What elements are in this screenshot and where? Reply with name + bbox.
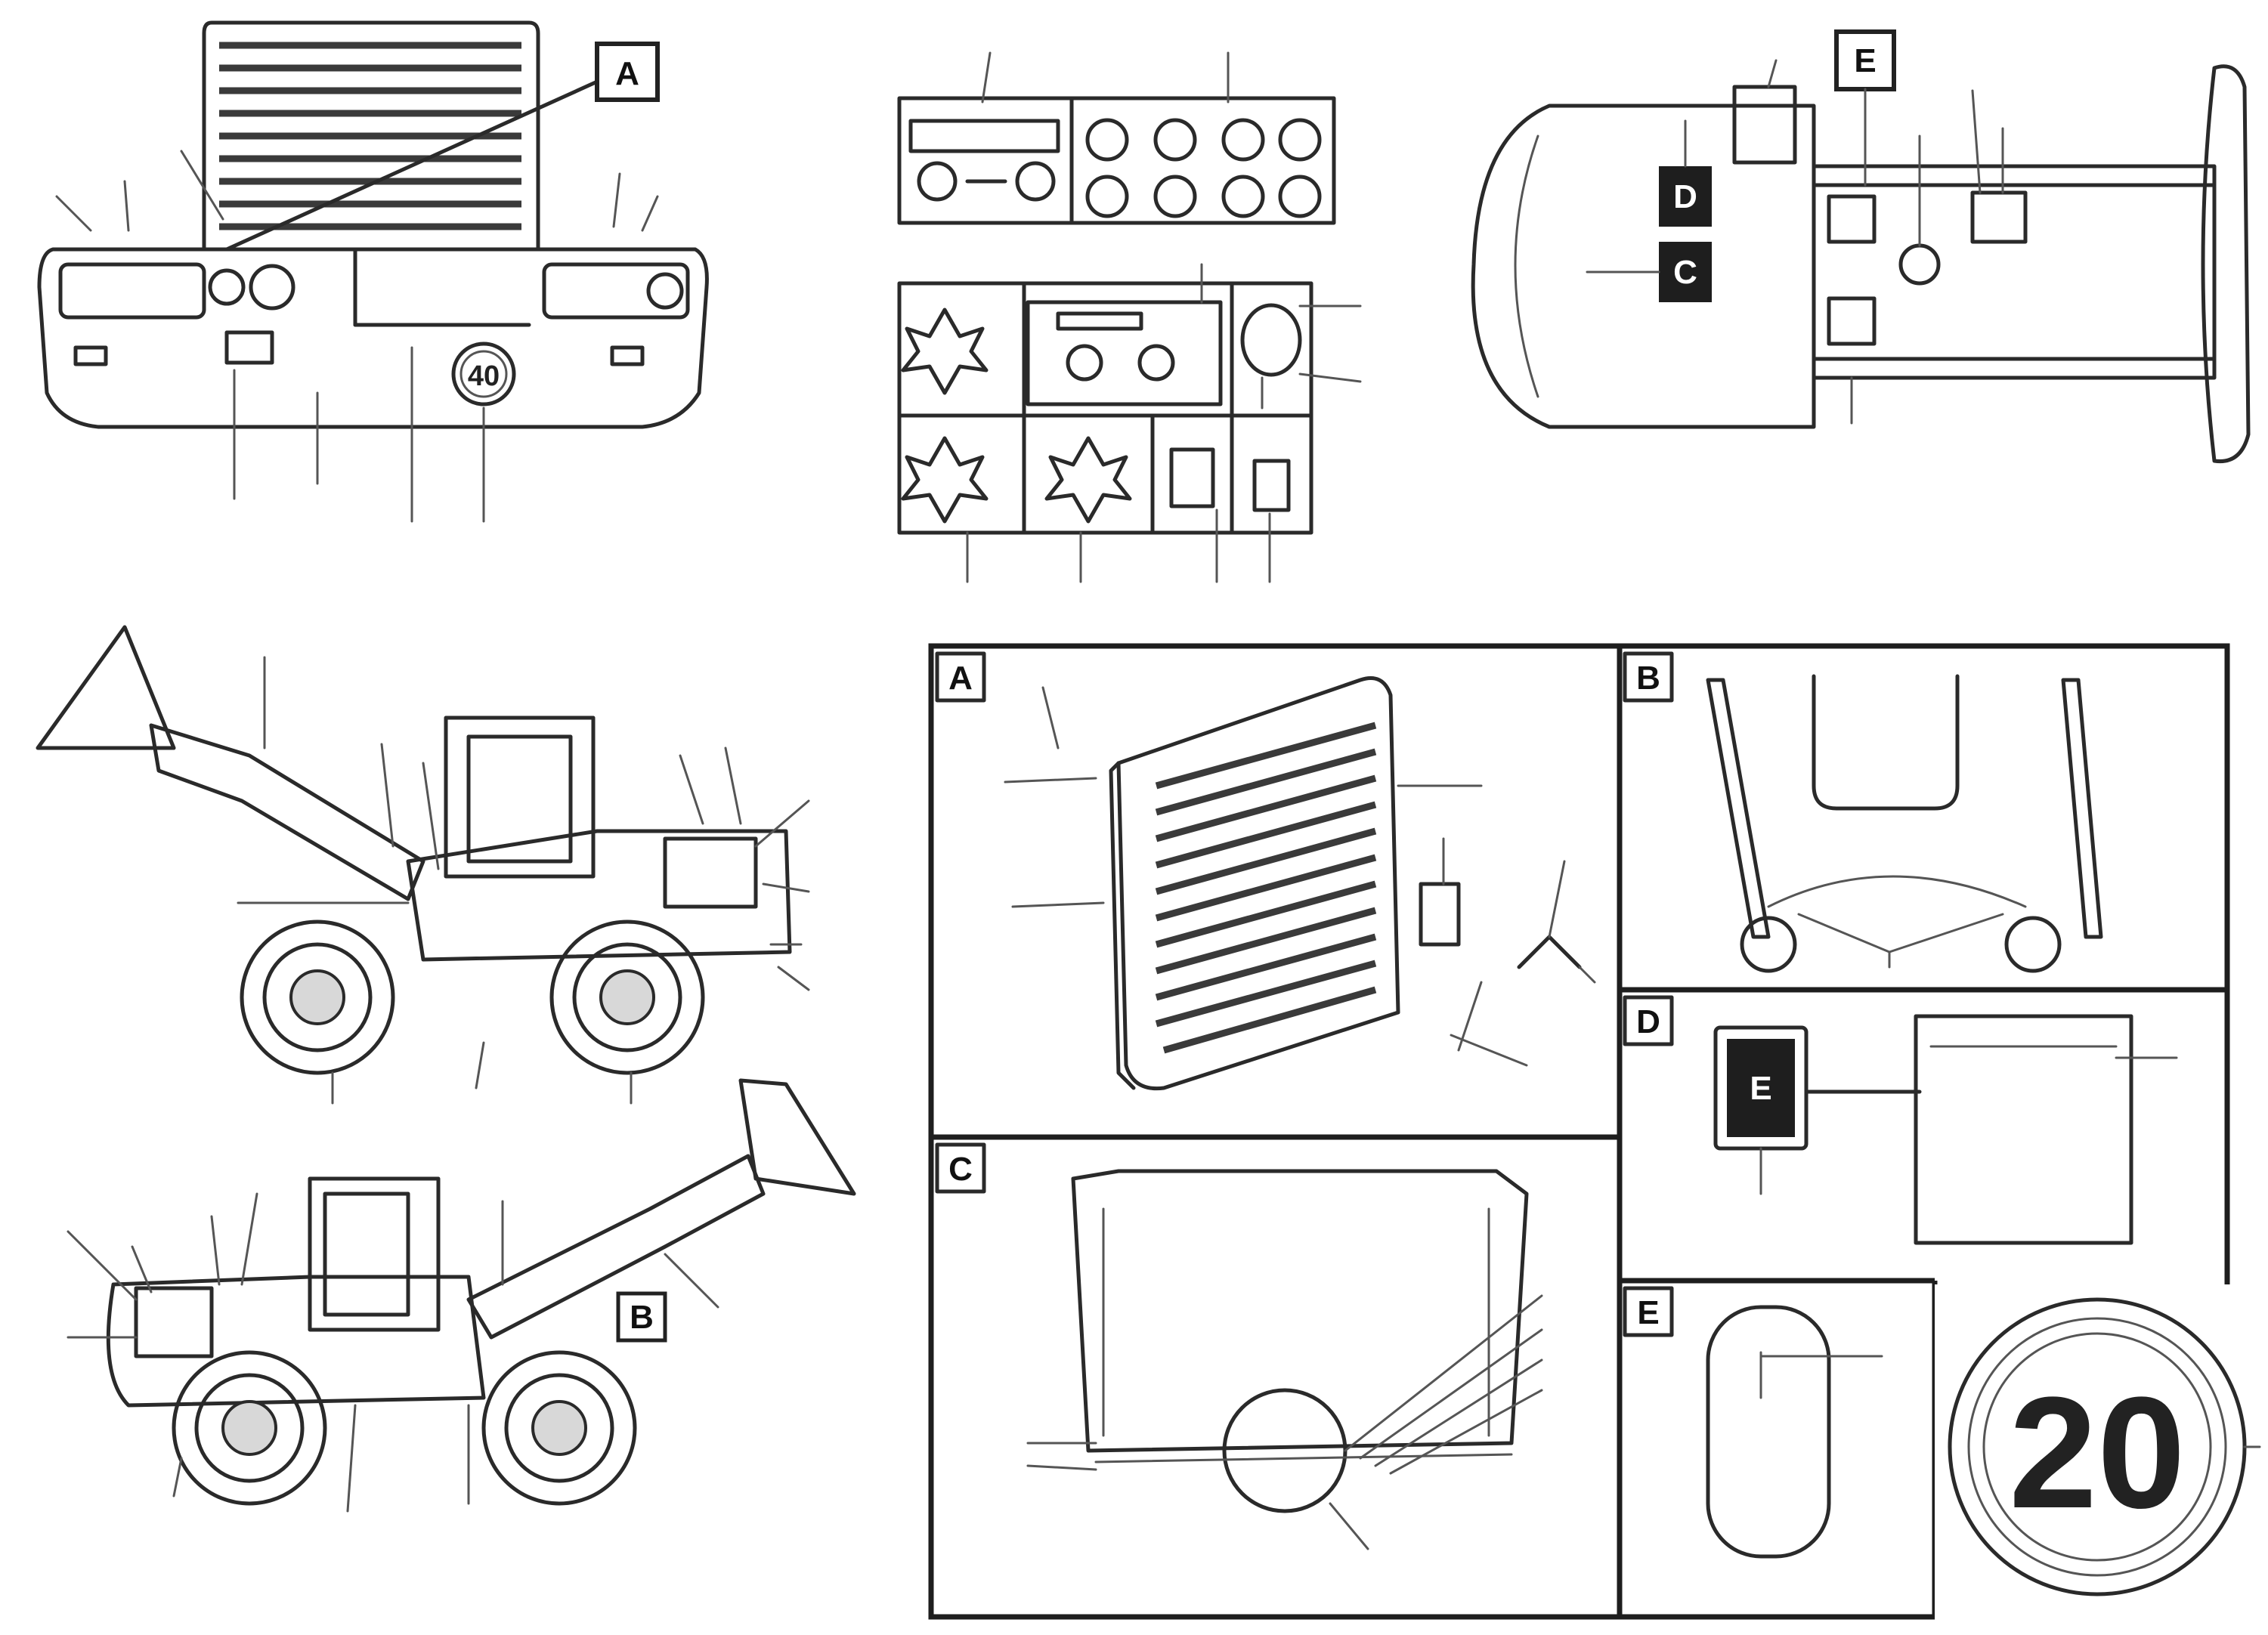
detail-a-label: A [948, 660, 973, 697]
speed-limit-20-label: 20 [2009, 1364, 2186, 1541]
detail-d-decal-letter: E [1750, 1070, 1771, 1107]
panel-letter-e-callout: E [1854, 42, 1876, 79]
rear-view: 40 A [37, 20, 709, 523]
switch-panels [897, 51, 1362, 583]
detail-a-grille [1004, 676, 1596, 1091]
detail-e-label: E [1637, 1294, 1659, 1331]
panel-letter-a-callout: A [615, 55, 639, 92]
callout-leaders-detail-a [1004, 686, 1596, 1067]
panel-letter-c-callout: C [1673, 254, 1697, 291]
detail-d-label: D [1636, 1003, 1660, 1040]
detail-a-louvres [1155, 722, 1377, 1054]
detail-c-cab-window [1026, 1169, 1543, 1550]
speed-sign-large: 20 [1948, 1297, 2261, 1596]
speed-limit-40-label: 40 [468, 360, 500, 392]
detail-e-door-window [1706, 1305, 1883, 1559]
loader-side-view-right: B [67, 1078, 856, 1513]
panel-letter-b-callout: B [630, 1299, 654, 1336]
speed-sign-small: 40 [451, 342, 516, 406]
callout-leaders-detail-c [1026, 1294, 1543, 1550]
callout-leaders-rear [55, 150, 659, 523]
callout-leaders-panels [966, 51, 1362, 583]
rear-grille [219, 42, 521, 230]
detail-b-lift-arms [1706, 674, 2103, 973]
detail-b-label: B [1636, 660, 1660, 697]
callout-leaders-cab [1586, 59, 2004, 425]
callout-leaders-side-right [67, 1192, 719, 1513]
callout-leaders-side-left [237, 656, 810, 1105]
cab-top-view: D C E [1471, 29, 2251, 464]
detail-c-label: C [948, 1151, 973, 1188]
panel-letter-d-callout: D [1673, 178, 1697, 215]
loader-side-view-left [36, 625, 810, 1105]
detail-d-window-decal: E [1713, 1014, 2178, 1245]
warning-symbols [901, 308, 1132, 524]
